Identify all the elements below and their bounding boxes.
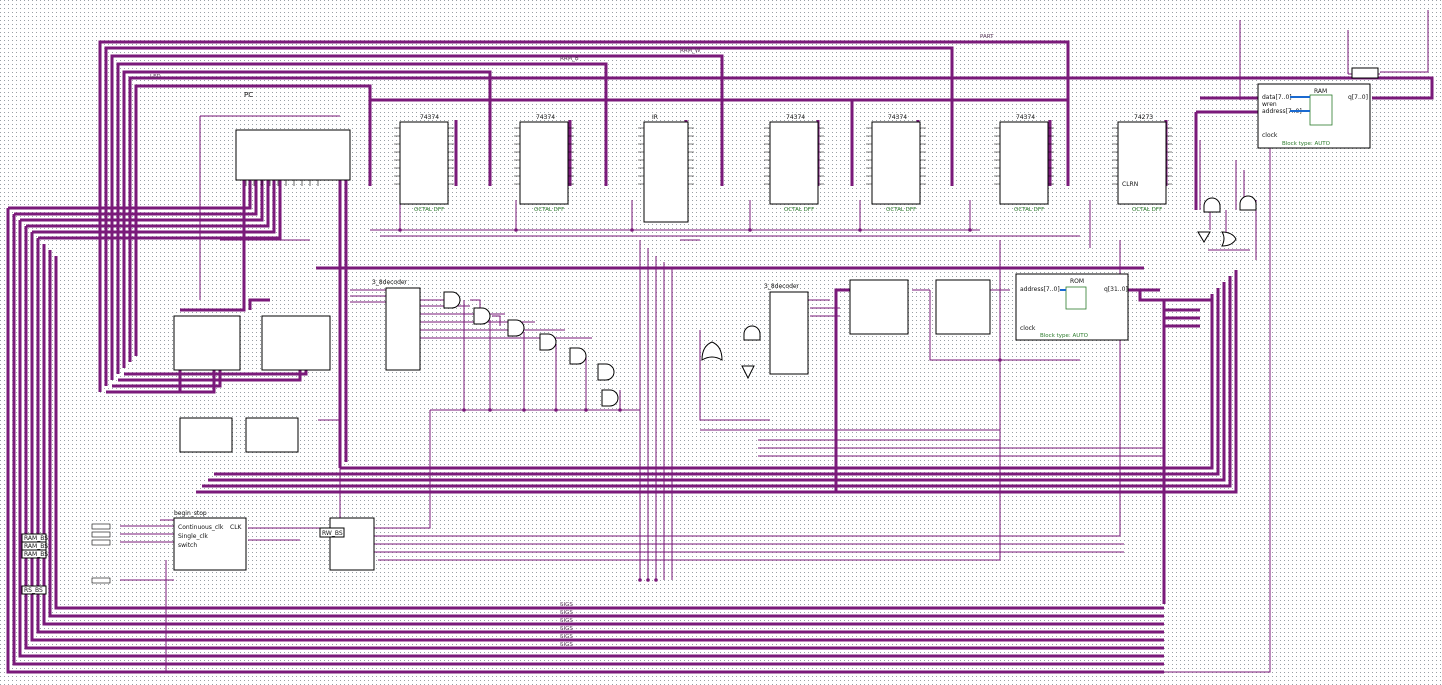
- rom-block[interactable]: ROM address[7..0] q[31..0] clock Block t…: [1015, 273, 1129, 341]
- and-gates: [443, 291, 619, 407]
- rom-block-type: Block type: AUTO: [1040, 333, 1089, 339]
- register-74273-type: OCTAL DFF: [1132, 207, 1162, 213]
- net-labels: PART RAM_W RAM_B LED SIGS SIGS SIGS SIGS…: [150, 34, 994, 648]
- and-gate-7: [601, 389, 619, 407]
- and-gate-5: [569, 347, 587, 365]
- input-pin-buffers: [91, 523, 111, 584]
- begin-stop-label: begin_stop: [174, 510, 207, 517]
- register-4-label: 74374: [888, 114, 907, 121]
- or-gates: [701, 325, 761, 380]
- pc-block[interactable]: PC: [235, 91, 351, 186]
- ir-label: IR: [652, 114, 658, 121]
- pin-rs: [21, 585, 47, 595]
- svg-text:RS_BS: RS_BS: [24, 587, 43, 594]
- svg-text:RAM_BS: RAM_BS: [24, 543, 48, 550]
- and-gate-8: [743, 325, 761, 341]
- or-gate-2: [1221, 231, 1237, 247]
- bus-wires: [6, 40, 1434, 674]
- and-gate-3: [507, 319, 525, 337]
- register-3-type: OCTAL DFF: [784, 207, 814, 213]
- single-clk-port: Single_clk: [178, 533, 208, 540]
- ram-block[interactable]: RAM data[7..0] wren address[7..0] clock …: [1257, 83, 1371, 149]
- svg-text:LED: LED: [150, 74, 161, 80]
- input-pins[interactable]: RAM_BS RAM_BS RAM_BS RS_BS: [21, 533, 48, 595]
- and-gate-4: [539, 333, 557, 351]
- ram-logic-gates: [1197, 195, 1257, 247]
- sequencer-block[interactable]: RW_BS: [319, 517, 375, 571]
- pc-label: PC: [244, 91, 253, 99]
- alu-block-2[interactable]: [245, 417, 299, 453]
- and-gate-6: [597, 363, 615, 381]
- and-gate-9: [1203, 197, 1221, 213]
- register-4-type: OCTAL DFF: [886, 207, 916, 213]
- register-5-label: 74374: [1016, 114, 1035, 121]
- ram-data-port: data[7..0]: [1262, 94, 1292, 101]
- svg-text:RAM_W: RAM_W: [680, 48, 701, 54]
- or-gate-1: [701, 341, 723, 361]
- svg-text:SIGS: SIGS: [560, 610, 573, 616]
- register-pin-ticks: [394, 127, 1172, 185]
- register-3-label: 74374: [786, 114, 805, 121]
- clrn-pin-label: CLRN: [1122, 181, 1138, 188]
- svg-text:SIGS: SIGS: [560, 618, 573, 624]
- and-gate-2: [473, 307, 491, 325]
- register-2[interactable]: 74374 OCTAL DFF: [519, 114, 569, 213]
- pc-pins: [245, 180, 319, 186]
- svg-text:SIGS: SIGS: [560, 626, 573, 632]
- register-1[interactable]: 74374 OCTAL DFF: [399, 114, 449, 213]
- register-5[interactable]: 74374 OCTAL DFF: [999, 114, 1049, 213]
- register-74273-label: 74273: [1134, 114, 1153, 121]
- clk-port: CLK: [230, 524, 243, 531]
- register-3[interactable]: 74374 OCTAL DFF: [769, 114, 819, 213]
- svg-text:RAM_BS: RAM_BS: [24, 535, 48, 542]
- register-2-label: 74374: [536, 114, 555, 121]
- ram-wren-port: wren: [1262, 101, 1277, 108]
- register-4[interactable]: 74374 OCTAL DFF: [871, 114, 921, 213]
- decoder-1[interactable]: 3_8decoder: [372, 279, 421, 371]
- svg-text:PART: PART: [980, 34, 994, 40]
- rw-box-label: RW_BS: [322, 530, 343, 537]
- ram-input-buffer: [1351, 67, 1379, 79]
- svg-text:RAM_BS: RAM_BS: [24, 551, 48, 558]
- register-1-label: 74374: [420, 114, 439, 121]
- signal-wires: [120, 10, 1429, 673]
- pin-c: [21, 549, 47, 559]
- ram-clock-port: clock: [1262, 132, 1278, 139]
- mux-block-2[interactable]: [261, 315, 331, 371]
- ir-register[interactable]: IR: [643, 114, 689, 223]
- rom-q-port: q[31..0]: [1104, 286, 1128, 293]
- register-5-type: OCTAL DFF: [1014, 207, 1044, 213]
- not-gate-2: [1197, 231, 1211, 243]
- register-1-type: OCTAL DFF: [414, 207, 444, 213]
- register-74273[interactable]: 74273 OCTAL DFF CLRN: [1117, 114, 1167, 213]
- ram-q-port: q[7..0]: [1348, 94, 1368, 101]
- svg-text:SIGS: SIGS: [560, 634, 573, 640]
- begin-stop-block[interactable]: begin_stop Continuous_clk CLK Single_clk…: [173, 510, 247, 571]
- not-gate-1: [741, 365, 755, 380]
- ram-block-type: Block type: AUTO: [1282, 141, 1331, 147]
- alu-block-1[interactable]: [179, 417, 233, 453]
- svg-text:SIGS: SIGS: [560, 642, 573, 648]
- svg-text:RAM_B: RAM_B: [560, 56, 579, 62]
- rom-label: ROM: [1070, 278, 1084, 285]
- rom-clock-port: clock: [1020, 325, 1036, 332]
- decoder-1-label: 3_8decoder: [372, 279, 408, 286]
- decoder-2[interactable]: 3_8decoder: [764, 283, 809, 375]
- upc-block[interactable]: [935, 279, 991, 335]
- mux-block-1[interactable]: [173, 315, 241, 371]
- and-gate-1: [443, 291, 461, 309]
- decoder-2-label: 3_8decoder: [764, 283, 800, 290]
- ram-address-port: address[7..0]: [1262, 108, 1302, 115]
- rom-address-port: address[7..0]: [1020, 286, 1060, 293]
- continuous-clk-port: Continuous_clk: [178, 524, 224, 531]
- junction-dots: [398, 76, 1242, 582]
- svg-text:SIGS: SIGS: [560, 602, 573, 608]
- ram-label: RAM: [1314, 88, 1327, 95]
- register-2-type: OCTAL DFF: [534, 207, 564, 213]
- condition-block[interactable]: [849, 279, 909, 335]
- and-gate-10: [1239, 195, 1257, 211]
- switch-port: switch: [178, 542, 197, 549]
